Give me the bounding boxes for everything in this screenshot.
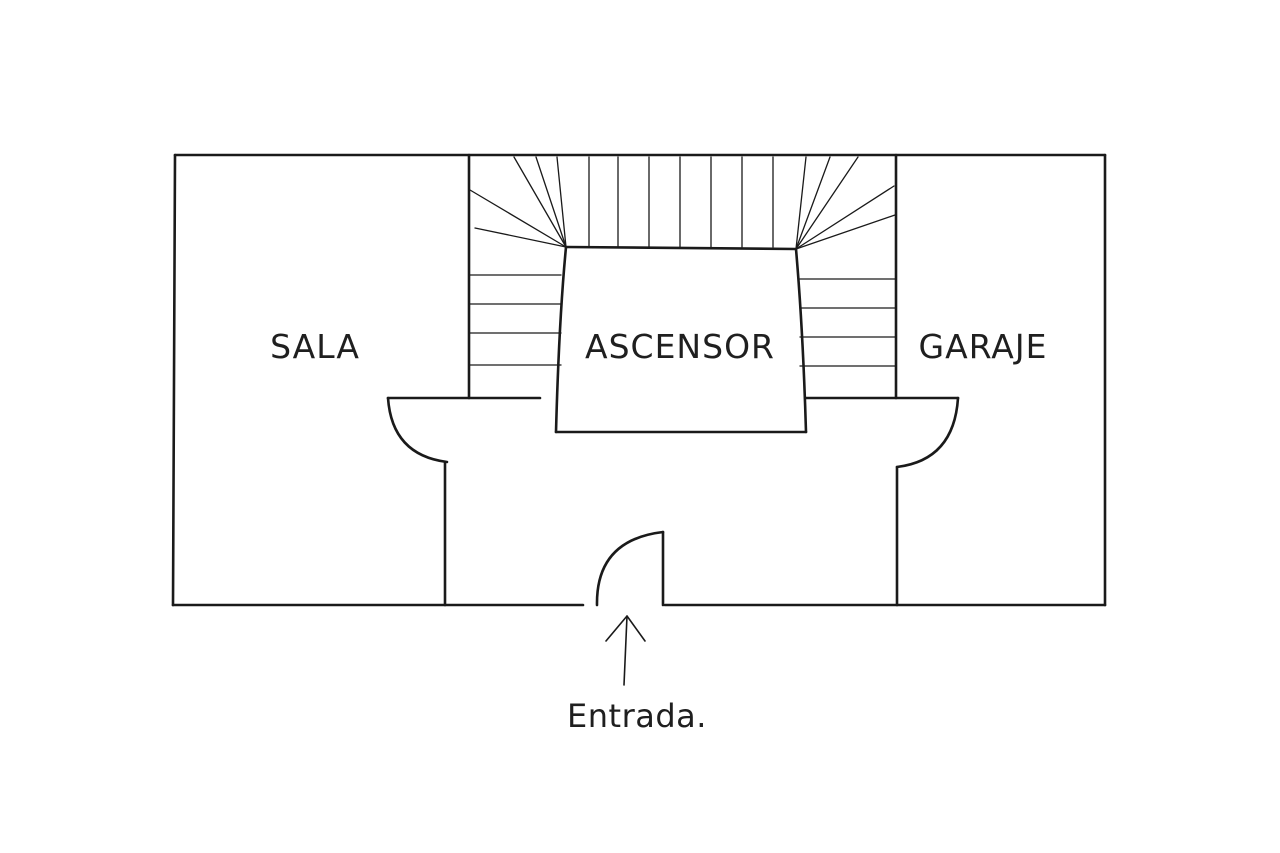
stair-tread (474, 227, 567, 248)
main-door-swing (595, 530, 665, 607)
stair-tread (795, 156, 807, 250)
stair-tread (469, 189, 567, 248)
garaje-door-swing (895, 396, 960, 469)
stair-tread (795, 156, 859, 250)
wall-left (171, 153, 177, 607)
arrow-shaft (623, 615, 628, 686)
elevator-left (554, 245, 568, 434)
staircase (469, 156, 896, 367)
outer-walls (171, 153, 1107, 607)
stair-tread (535, 156, 567, 248)
stair-tread (795, 214, 896, 250)
room-label-garaje: GARAJE (919, 327, 1048, 366)
stair-tread (795, 185, 895, 250)
elevator-top (564, 245, 798, 251)
interior-walls (386, 153, 960, 607)
stair-tread (556, 156, 567, 248)
room-label-ascensor: ASCENSOR (585, 327, 775, 366)
elevator-right (794, 247, 808, 434)
entrance-label: Entrada. (567, 697, 707, 735)
arrow-head (605, 615, 646, 642)
side-doors (386, 396, 960, 469)
stair-tread (795, 156, 831, 250)
main-door (595, 530, 665, 607)
entrance-arrow (605, 615, 646, 686)
stair-tread (513, 156, 567, 248)
sala-door-swing (386, 396, 449, 464)
elevator-shaft (554, 245, 808, 434)
room-label-sala: SALA (270, 327, 360, 366)
